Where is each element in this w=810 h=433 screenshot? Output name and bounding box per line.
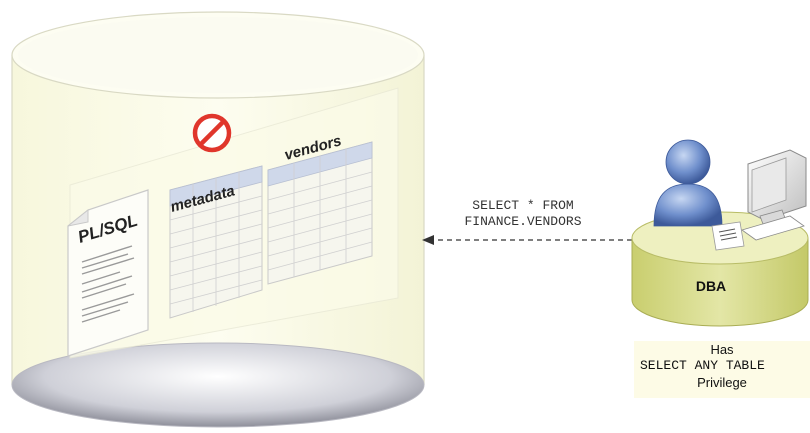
privilege-line-3: Privilege [634,375,810,390]
dba-label: DBA [656,278,766,294]
prohibited-icon [195,116,229,150]
sql-line-1: SELECT * FROM [472,198,573,213]
query-arrow [422,235,632,245]
privilege-line-2: SELECT ANY TABLE [640,358,810,373]
dba-person-icon [654,140,722,226]
sql-line-2: FINANCE.VENDORS [464,214,581,229]
sql-query-label: SELECT * FROM FINANCE.VENDORS [428,198,618,230]
privilege-line-1: Has [634,342,810,357]
paper-icon [712,222,744,250]
